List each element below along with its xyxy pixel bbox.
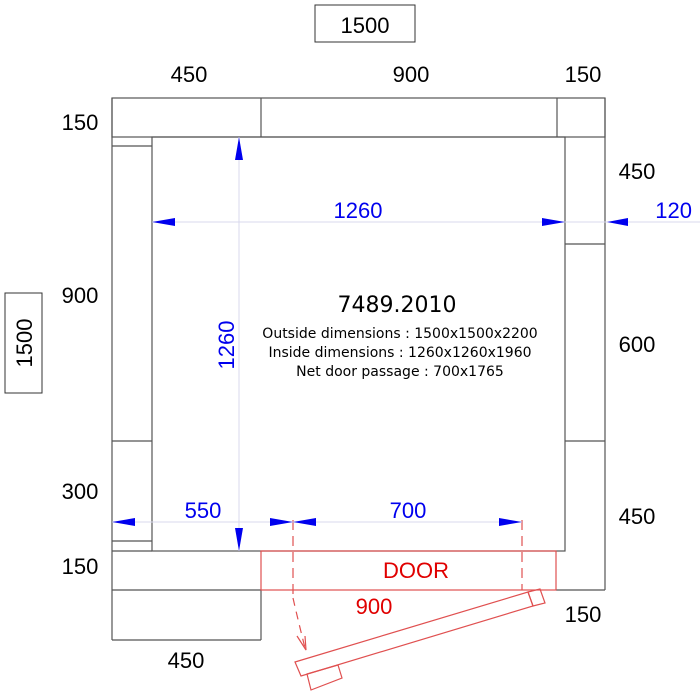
right-dim-1: 450 — [619, 159, 656, 184]
right-dim-4: 150 — [565, 602, 602, 627]
side-box — [4, 292, 43, 394]
right-dim-3: 450 — [619, 504, 656, 529]
inside-dimensions: Inside dimensions : 1260x1260x1960 — [268, 345, 531, 361]
inner-width-label: 1260 — [334, 198, 383, 223]
arrow-icon — [293, 518, 316, 526]
arrow-icon — [542, 218, 565, 226]
wall-panels — [111, 97, 606, 641]
net-door-passage: Net door passage : 700x1765 — [296, 364, 504, 380]
arrow-icon — [112, 518, 135, 526]
left-dim-1: 150 — [62, 110, 99, 135]
arrow-icon — [235, 137, 243, 160]
title-box — [314, 4, 416, 43]
overall-width-label: 1500 — [341, 13, 390, 38]
outside-dimensions: Outside dimensions : 1500x1500x2200 — [262, 326, 537, 342]
door-passage-label: 700 — [390, 498, 427, 523]
arrow-icon — [270, 518, 293, 526]
arrow-icon — [607, 218, 628, 226]
door-width-label: 900 — [356, 594, 393, 619]
model-number: 7489.2010 — [338, 293, 457, 318]
door-symbol — [260, 520, 557, 691]
left-dim-3: 300 — [62, 479, 99, 504]
left-dim-4: 150 — [62, 554, 99, 579]
arrow-icon — [499, 518, 522, 526]
left-dim-2: 900 — [62, 283, 99, 308]
top-dim-2: 900 — [393, 62, 430, 87]
right-dim-2: 600 — [619, 332, 656, 357]
offset-label: 550 — [185, 498, 222, 523]
dimension-lines — [112, 137, 700, 551]
arrow-icon — [235, 528, 243, 551]
arrow-icon — [152, 218, 175, 226]
bottom-dim: 450 — [168, 648, 205, 673]
wall-thickness-label: 120 — [655, 198, 692, 223]
overall-depth-label: 1500 — [12, 319, 37, 368]
top-dim-1: 450 — [171, 62, 208, 87]
top-dim-3: 150 — [565, 62, 602, 87]
door-label: DOOR — [383, 558, 449, 583]
inner-depth-label: 1260 — [214, 321, 239, 370]
